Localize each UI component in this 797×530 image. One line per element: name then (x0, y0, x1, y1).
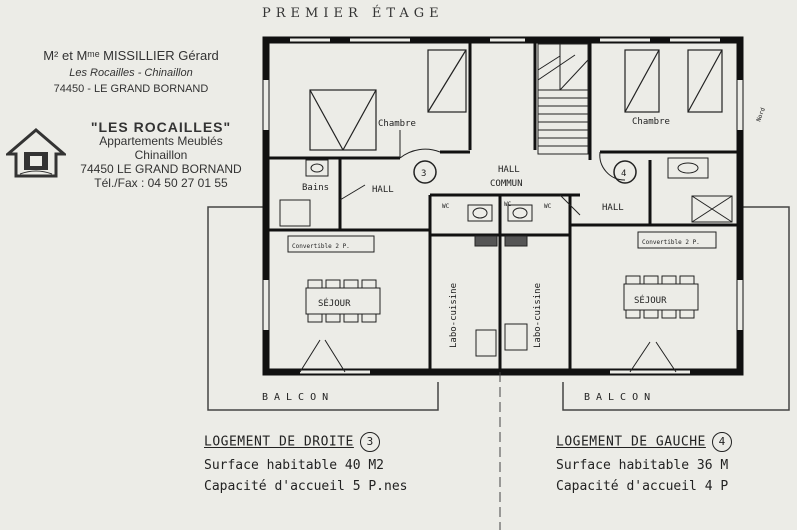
company-name: "LES ROCAILLES" (90, 119, 232, 135)
north-label: Nord (755, 106, 767, 122)
room-labo-right: Labo-cuisine (533, 283, 543, 348)
bed-single-2 (624, 49, 660, 113)
room-hall-left: HALL (372, 185, 394, 195)
balcony-label-left: BALCON (262, 392, 334, 403)
svg-text:4: 4 (621, 169, 626, 179)
dining-table-left (305, 279, 381, 323)
apartment-info-right: LOGEMENT DE DROITE 3 Surface habitable 40… (204, 432, 408, 494)
svg-text:3: 3 (421, 169, 426, 179)
company-line1: Appartements Meublés (99, 134, 223, 148)
room-hall-common-1: HALL (498, 165, 520, 175)
room-sejour-left: SÉJOUR (318, 297, 351, 309)
room-sejour-right: SÉJOUR (634, 294, 667, 306)
owner-name: M² et Mᵐᵉ MISSILLIER Gérard (43, 48, 219, 63)
room-hall-right: HALL (602, 203, 624, 213)
owner-place: Les Rocailles - Chinaillon (69, 67, 193, 79)
bed-single-3 (687, 49, 723, 113)
apartment-number: 3 (359, 432, 380, 452)
room-chambre-left: Chambre (378, 119, 416, 129)
building-outline (262, 36, 744, 376)
apartment-capacity: Capacité d'accueil 5 P.nes (204, 479, 408, 494)
bed-double (309, 89, 377, 151)
apartment-capacity: Capacité d'accueil 4 P (556, 479, 729, 494)
company-line2: Chinaillon (134, 148, 188, 162)
company-phone: Tél./Fax : 04 50 27 01 55 (94, 176, 228, 190)
company-block: "LES ROCAILLES" Appartements Meublés Chi… (66, 120, 256, 190)
apartment-marker-3: 3 (413, 160, 437, 184)
room-hall-common-2: COMMUN (490, 179, 523, 189)
apartment-title: LOGEMENT DE DROITE (204, 434, 354, 450)
wc-1: WC (442, 203, 450, 210)
bed-single-1 (427, 49, 467, 113)
dining-table-right (623, 275, 699, 319)
apartment-surface: Surface habitable 40 M2 (204, 458, 385, 473)
room-chambre-right: Chambre (632, 117, 670, 127)
balcony-label-right: BALCON (584, 392, 656, 403)
apartment-marker-4: 4 (613, 160, 637, 184)
apartment-number: 4 (711, 432, 732, 452)
page-title: PREMIER ÉTAGE (262, 6, 444, 21)
convertible-right: Convertible 2 P. (642, 239, 700, 246)
room-labo-left: Labo-cuisine (449, 283, 459, 348)
apartment-info-left: LOGEMENT DE GAUCHE 4 Surface habitable 36… (556, 432, 732, 494)
apartment-title: LOGEMENT DE GAUCHE (556, 434, 706, 450)
owner-block: M² et Mᵐᵉ MISSILLIER Gérard Les Rocaille… (6, 48, 256, 95)
staircase (537, 43, 589, 155)
wc-2: WC (504, 201, 512, 208)
wc-3: WC (544, 203, 552, 210)
apartment-surface: Surface habitable 36 M (556, 458, 729, 473)
convertible-left: Convertible 2 P. (292, 243, 350, 250)
room-bains: Bains (302, 183, 329, 193)
gites-de-france-logo-icon (6, 128, 66, 178)
company-line3: 74450 LE GRAND BORNAND (80, 162, 242, 176)
owner-city: 74450 - LE GRAND BORNAND (53, 83, 209, 95)
